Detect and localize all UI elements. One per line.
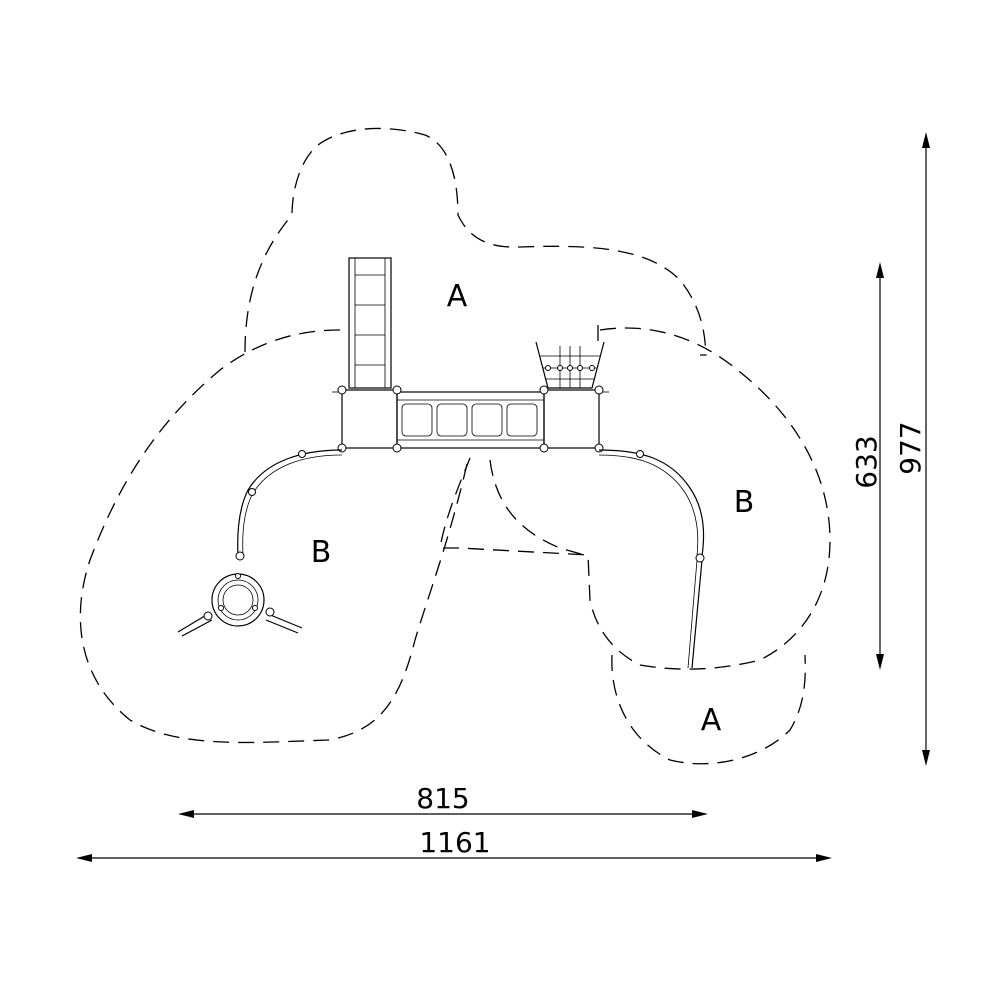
zone-outline-b-right: [439, 327, 831, 670]
dimension-label-633: 633: [850, 435, 883, 488]
dimension-label-815: 815: [416, 782, 469, 815]
tower-right: [543, 389, 600, 449]
zone-outline-a-top: [244, 127, 707, 356]
safety-zones: [79, 127, 831, 765]
dimension-label-1161: 1161: [419, 826, 490, 859]
tower-left: [341, 389, 398, 449]
slide: [348, 257, 392, 389]
bridge: [396, 391, 545, 449]
dimension-label-977: 977: [894, 421, 927, 474]
dimension-815: 815: [178, 782, 708, 818]
dimension-1161: 1161: [76, 826, 832, 862]
zone-label-b-left: B: [311, 535, 332, 570]
spinner: [177, 573, 303, 637]
zone-label-a-bottom: A: [701, 703, 722, 738]
zone-outline-a-bottom: [611, 654, 806, 765]
climbing-net: [535, 341, 605, 389]
platform-structure: [332, 385, 609, 453]
dimension-633: 633: [850, 262, 884, 670]
zone-label-a-top: A: [447, 279, 468, 314]
right-rail: [598, 449, 705, 669]
zone-outline-center: [489, 459, 589, 557]
left-rail: [235, 449, 343, 561]
zone-outline-b-left: [79, 329, 469, 744]
slide-chute: [348, 257, 392, 389]
zone-label-b-right: B: [734, 485, 755, 520]
dimension-977: 977: [894, 132, 930, 766]
